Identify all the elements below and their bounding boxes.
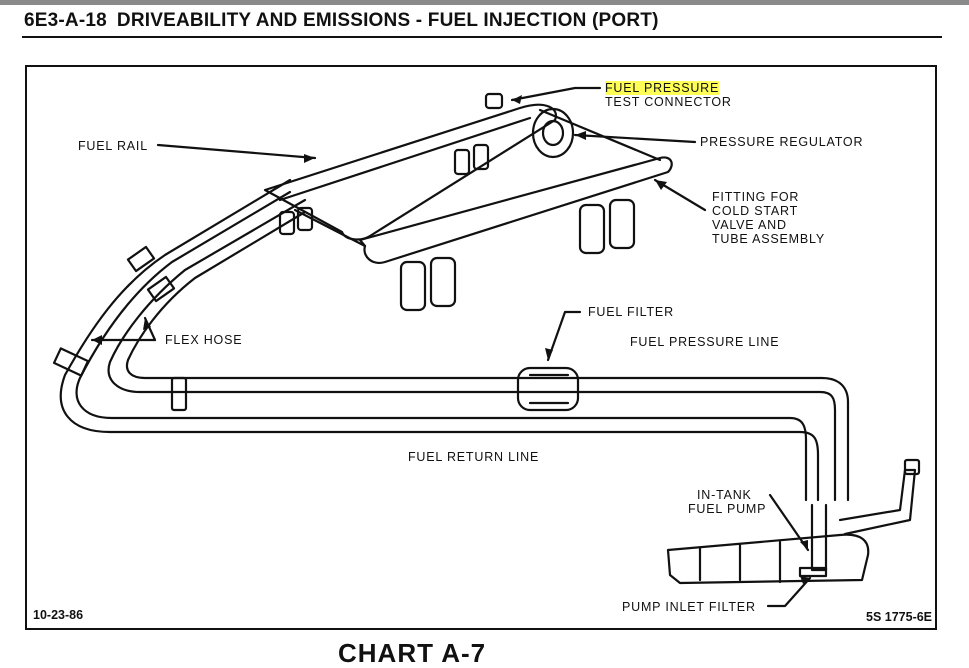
page-header: 6E3-A-18 DRIVEABILITY AND EMISSIONS - FUE…: [24, 10, 659, 32]
diagram-frame: [25, 65, 937, 630]
label-fuel-rail: FUEL RAIL: [78, 139, 148, 153]
label-fuel-pressure-line: FUEL PRESSURE LINE: [630, 335, 780, 349]
fuel-filter-body: [516, 366, 580, 412]
label-fuel-return-line: FUEL RETURN LINE: [408, 450, 540, 464]
label-fitting-3: VALVE AND: [712, 218, 787, 232]
label-fuel-filter: FUEL FILTER: [588, 305, 674, 319]
chart-title: CHART A-7: [338, 638, 487, 668]
label-flex-hose: FLEX HOSE: [165, 333, 243, 347]
header-rule: [22, 36, 942, 38]
top-bar: [0, 0, 969, 5]
label-test-connector: TEST CONNECTOR: [605, 95, 732, 109]
label-pressure-regulator: PRESSURE REGULATOR: [700, 135, 864, 149]
label-fuel-pressure: FUEL PRESSURE: [605, 81, 720, 95]
label-fitting-4: TUBE ASSEMBLY: [712, 232, 825, 246]
figure-date: 10-23-86: [33, 608, 84, 622]
section-code: 6E3-A-18: [24, 10, 107, 31]
fuel-return-line: [59, 178, 820, 502]
label-fuel-pump: FUEL PUMP: [688, 502, 767, 516]
figure-reference: 5S 1775-6E: [866, 610, 933, 624]
fuel-pressure-line: [107, 198, 837, 502]
label-pump-inlet-filter: PUMP INLET FILTER: [622, 600, 756, 614]
section-title: DRIVEABILITY AND EMISSIONS - FUEL INJECT…: [116, 10, 659, 31]
label-fitting-1: FITTING FOR: [712, 190, 800, 204]
fuel-system-diagram: [52, 86, 921, 608]
fuel-tank: [666, 533, 870, 585]
label-fitting-2: COLD START: [712, 204, 799, 218]
fuel-rail: [263, 103, 558, 241]
injectors: [278, 143, 636, 312]
label-in-tank: IN-TANK: [697, 488, 752, 502]
